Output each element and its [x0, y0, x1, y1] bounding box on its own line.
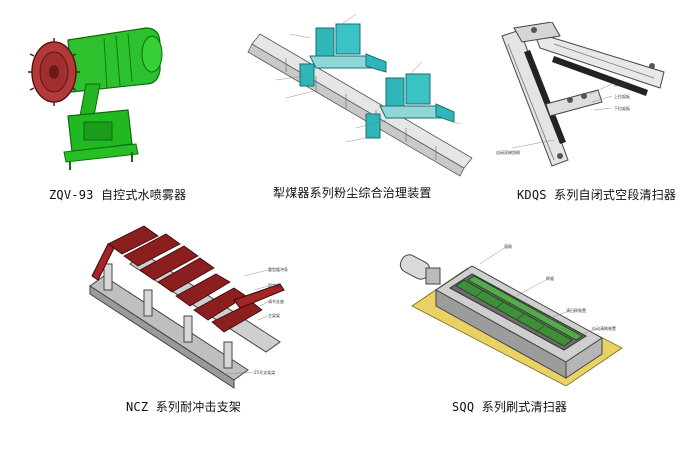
- product-caption[interactable]: KDQS 系列自闭式空段清扫器: [517, 188, 677, 202]
- svg-text:刷辊: 刷辊: [546, 275, 554, 281]
- svg-text:重型缓冲条: 重型缓冲条: [268, 266, 288, 272]
- brush-cleaner-icon: 滚刷 刷辊 清扫刷装置 自动清刷装置: [399, 243, 623, 386]
- v-plough-cleaner-icon: 调节螺杆 上拉架板 下拉架板 自闭双梯刮刷: [496, 22, 665, 167]
- svg-text:上拉架板: 上拉架板: [614, 93, 630, 99]
- svg-text:自动清刷装置: 自动清刷装置: [592, 325, 616, 331]
- product-caption[interactable]: SQQ 系列刷式清扫器: [452, 400, 568, 414]
- plow-dust-control-icon: [247, 13, 473, 177]
- product-caption[interactable]: ZQV-93 自控式水喷雾器: [49, 188, 187, 202]
- svg-text:清扫刷装置: 清扫刷装置: [566, 307, 586, 313]
- impact-bed-icon: 重型缓冲条 固定板 调节支座 主梁架 25号支架梁: [89, 225, 288, 389]
- water-sprayer-icon: [28, 27, 163, 170]
- svg-text:固定板: 固定板: [268, 282, 280, 288]
- svg-text:自闭双梯刮刷: 自闭双梯刮刷: [496, 149, 520, 155]
- svg-text:主梁架: 主梁架: [268, 312, 280, 318]
- svg-text:调节支座: 调节支座: [268, 298, 284, 304]
- svg-text:下拉架板: 下拉架板: [614, 105, 630, 111]
- product-caption[interactable]: 犁煤器系列粉尘综合治理装置: [273, 186, 432, 200]
- svg-text:滚刷: 滚刷: [504, 243, 512, 249]
- product-caption[interactable]: NCZ 系列耐冲击支架: [126, 400, 242, 414]
- svg-text:调节螺杆: 调节螺杆: [614, 81, 630, 87]
- svg-text:25号支架梁: 25号支架梁: [254, 369, 275, 375]
